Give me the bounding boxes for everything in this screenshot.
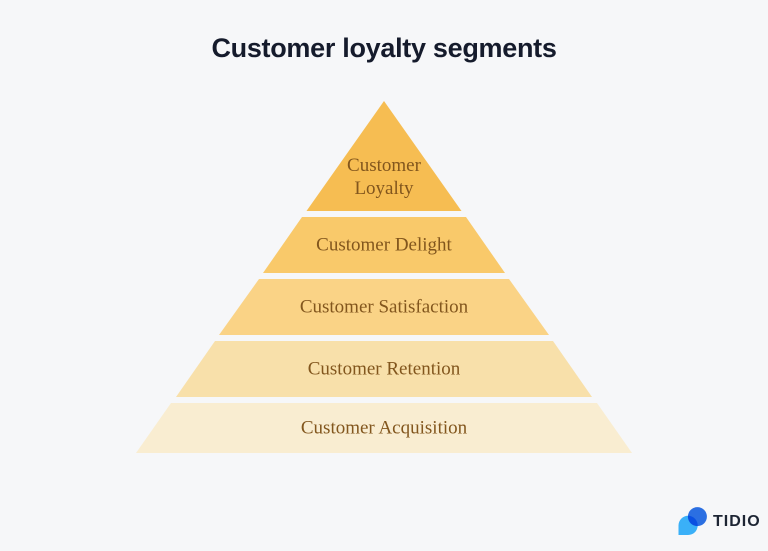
tidio-logo: TIDIO <box>678 507 761 536</box>
tier-label-customer-acquisition: Customer Acquisition <box>300 417 468 439</box>
page-title: Customer loyalty segments <box>211 33 557 63</box>
pyramid-tier-customer-retention <box>176 341 592 397</box>
tidio-wordmark: TIDIO <box>713 512 761 530</box>
loyalty-pyramid: Customer Loyalty Customer Delight Custom… <box>136 101 632 453</box>
tier-label-customer-delight: Customer Delight <box>316 234 452 256</box>
tier-label-customer-satisfaction: Customer Satisfaction <box>299 296 469 318</box>
tier-label-customer-loyalty: Customer Loyalty <box>347 155 421 199</box>
pyramid-tier-customer-acquisition <box>136 403 632 453</box>
pyramid-tier-customer-delight <box>263 217 505 273</box>
tidio-circle-dark-shape <box>687 507 707 527</box>
tidio-chat-bubble-icon <box>678 507 707 535</box>
pyramid-tier-customer-satisfaction <box>219 279 549 335</box>
tier-label-customer-retention: Customer Retention <box>307 358 461 380</box>
